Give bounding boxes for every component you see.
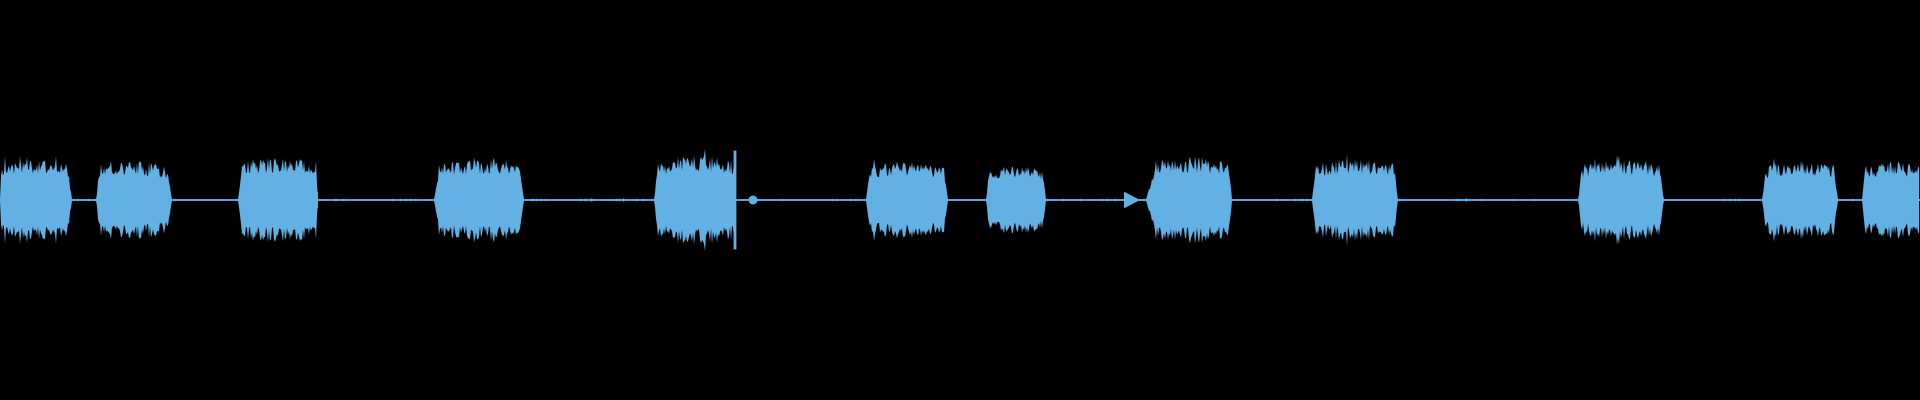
waveform-markers bbox=[302, 150, 1140, 250]
marker-spike bbox=[733, 150, 737, 250]
waveform-envelope bbox=[0, 148, 1919, 252]
waveform-envelope-path bbox=[0, 148, 1919, 252]
marker-right-triangle bbox=[1124, 191, 1140, 209]
marker-left-triangle bbox=[302, 191, 318, 209]
marker-dot bbox=[748, 195, 758, 205]
